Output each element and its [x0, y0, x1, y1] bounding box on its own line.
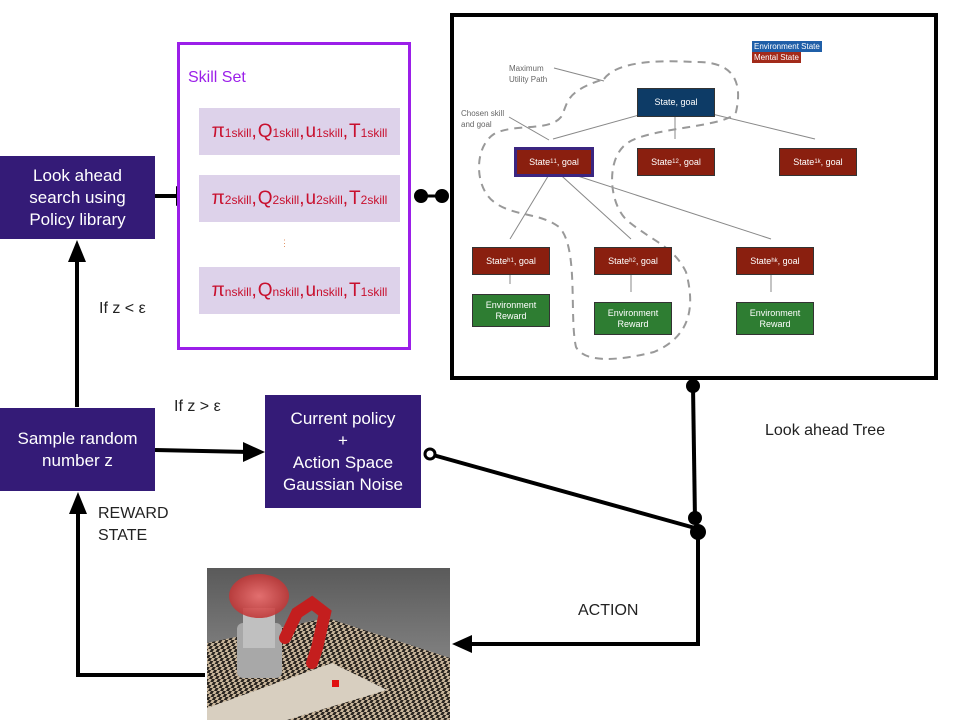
table: [207, 663, 387, 720]
open-dot-policy: [423, 447, 437, 461]
line-policy-to-junction: [432, 453, 696, 530]
tree-reward-node: Environment Reward: [472, 294, 550, 327]
robot-simulation-image: [207, 568, 450, 720]
line-action: [468, 532, 700, 646]
arrowhead-up-lookahead: [68, 240, 86, 262]
label-if-z-greater: If z > ε: [174, 398, 221, 415]
line-reward-state: [76, 507, 205, 677]
red-cube: [332, 680, 339, 687]
legend-environment-state: Environment State: [752, 41, 822, 52]
dot-tree-bottom: [686, 379, 700, 393]
dot-skillset-end: [414, 189, 428, 203]
annotation-pointer: [553, 67, 605, 82]
dot-junction-a: [688, 511, 702, 525]
robot-scene: [207, 568, 450, 720]
tree-edge: [552, 167, 772, 240]
skill-set-title: Skill Set: [188, 69, 246, 86]
tree-edge: [509, 167, 554, 240]
tree-edge: [552, 167, 632, 240]
sample-random-box: Sample random number z: [0, 408, 155, 491]
legend-mental-state: Mental State: [752, 52, 801, 63]
annotation-chosen-skill: Chosen skill and goal: [461, 109, 505, 129]
robot-head: [229, 574, 289, 618]
lookahead-tree-panel: Environment State Mental State Maximum U…: [450, 13, 938, 380]
tree-root-node: State, goal: [637, 88, 715, 117]
arrowhead-left-robot: [452, 635, 472, 653]
label-action: ACTION: [578, 602, 639, 619]
arrowhead-right-policy: [243, 442, 265, 462]
tree-reward-node: Environment Reward: [736, 302, 814, 335]
tree-reward-node: Environment Reward: [594, 302, 672, 335]
annotation-pointer: [508, 116, 550, 141]
skill-ellipsis: ⋮: [280, 238, 289, 248]
line-tree-to-junction: [691, 385, 697, 521]
annotation-max-utility-path: Maximum Utility Path: [509, 64, 548, 84]
label-if-z-less: If z < ε: [99, 300, 146, 317]
max-utility-path: [478, 60, 740, 360]
current-policy-box: Current policy + Action Space Gaussian N…: [265, 395, 421, 508]
arrow-sample-to-policy: [154, 448, 251, 454]
robot-arm: [279, 595, 332, 669]
label-reward-state: REWARD STATE: [98, 505, 169, 544]
lookahead-search-box: Look ahead search using Policy library: [0, 156, 155, 239]
arrowhead-up-sample: [69, 492, 87, 514]
dot-tree-end: [435, 189, 449, 203]
label-lookahead-tree: Look ahead Tree: [765, 422, 886, 439]
